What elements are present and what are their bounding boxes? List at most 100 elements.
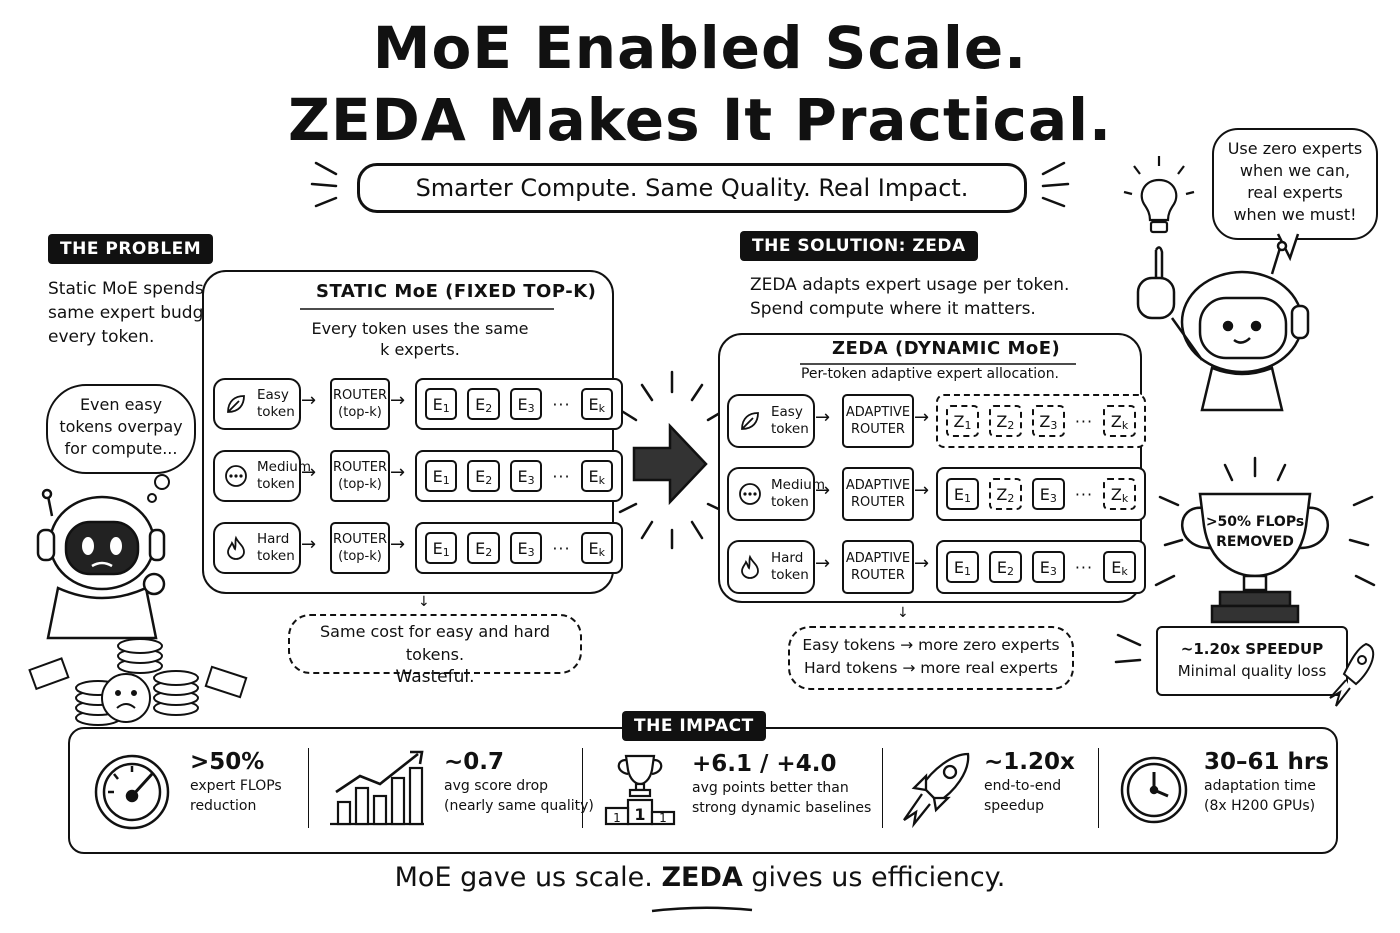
arrow-icon: → bbox=[390, 462, 406, 483]
arrow-icon: → bbox=[914, 480, 930, 501]
static-router-0: ROUTER(top-k) bbox=[330, 378, 390, 430]
ellipsis: ··· bbox=[552, 466, 571, 486]
static-panel-title: STATIC MoE (FIXED TOP-K) bbox=[316, 281, 597, 302]
arrow-icon: → bbox=[815, 553, 831, 574]
arrow-icon: → bbox=[390, 534, 406, 555]
ellipsis: ··· bbox=[1074, 557, 1094, 577]
arrow-icon: → bbox=[301, 534, 317, 555]
static-cost-note: Same cost for easy and hard tokens.Waste… bbox=[288, 614, 582, 687]
arrow-icon: → bbox=[390, 390, 406, 411]
ellipsis: ··· bbox=[552, 538, 571, 558]
rocket-icon bbox=[903, 752, 970, 829]
divider bbox=[308, 748, 309, 828]
impact-tag: THE IMPACT bbox=[622, 711, 766, 741]
problem-tag: THE PROBLEM bbox=[48, 234, 214, 264]
footer-zeda: ZEDA bbox=[661, 862, 743, 893]
footer-post: gives us efficiency. bbox=[751, 862, 1006, 893]
title-underline bbox=[300, 308, 554, 310]
title-line-2: ZEDA Makes It Practical. bbox=[288, 86, 1112, 154]
coins-money-icon bbox=[28, 638, 248, 726]
leaf-icon bbox=[737, 408, 763, 434]
footer-pre: MoE gave us scale. bbox=[394, 862, 653, 893]
zeda-panel-description: Per-token adaptive expert allocation. bbox=[800, 366, 1060, 382]
dots-icon bbox=[223, 463, 249, 489]
worried-robot-icon bbox=[36, 488, 166, 640]
leaf-icon bbox=[223, 391, 249, 417]
trophy-icon bbox=[1181, 492, 1329, 624]
ellipsis: ··· bbox=[1074, 411, 1094, 431]
svg-text:1: 1 bbox=[659, 811, 667, 825]
transition-arrow-icon bbox=[632, 422, 708, 506]
arrow-icon: → bbox=[914, 553, 930, 574]
subtitle: Smarter Compute. Same Quality. Real Impa… bbox=[357, 163, 1027, 213]
gauge-icon bbox=[94, 754, 170, 830]
arrow-icon: → bbox=[815, 407, 831, 428]
clock-icon bbox=[1120, 756, 1188, 824]
flame-icon bbox=[737, 554, 763, 580]
flame-icon bbox=[223, 535, 249, 561]
footer-tagline: MoE gave us scale. ZEDA gives us efficie… bbox=[0, 862, 1400, 893]
lightbulb-icon bbox=[1123, 156, 1195, 234]
arrow-icon: → bbox=[301, 390, 317, 411]
ellipsis: ··· bbox=[552, 394, 571, 414]
zeda-panel-title: ZEDA (DYNAMIC MoE) bbox=[832, 338, 1061, 359]
happy-robot-icon bbox=[1136, 240, 1310, 412]
podium-trophy-icon: 1 1 1 bbox=[604, 754, 676, 826]
solution-tag: THE SOLUTION: ZEDA bbox=[740, 231, 978, 261]
title-underline bbox=[800, 363, 1076, 365]
static-router-1: ROUTER(top-k) bbox=[330, 450, 390, 502]
solution-description: ZEDA adapts expert usage per token.Spend… bbox=[750, 275, 1070, 319]
thought-dots bbox=[147, 474, 170, 503]
svg-text:1: 1 bbox=[634, 805, 645, 824]
down-arrow-icon: ↓ bbox=[897, 605, 909, 621]
small-rocket-icon bbox=[1329, 642, 1375, 707]
dots-icon bbox=[737, 481, 763, 507]
down-arrow-icon: ↓ bbox=[418, 594, 430, 610]
